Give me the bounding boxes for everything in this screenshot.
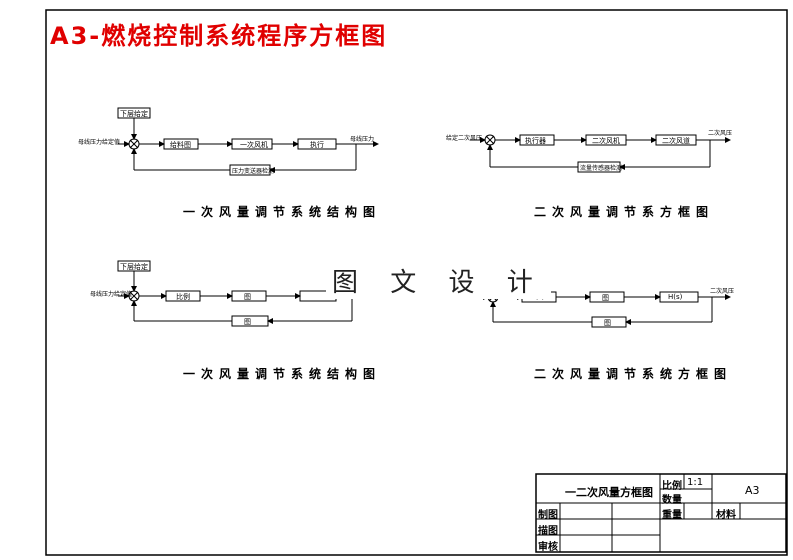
d3-feedback-label: 图 [244,318,251,326]
d4-block-3-label: H(s) [668,293,683,301]
d1-input-label: 母线压力给定值 [78,139,121,146]
d2-input-label: 给定二次风压 [446,135,483,142]
d3-top-block-label: 下层给定 [120,263,148,271]
d2-block-1-label: 执行器 [525,137,546,145]
tb-sheet-size: A3 [745,484,760,497]
d2-caption: 二次风量调节系方框图 [534,205,715,219]
diagram-2 [470,134,731,173]
d4-block-2-label: 图 [602,294,609,302]
d1-block-2-label: 一次风机 [240,141,268,149]
tb-scale-label: 比例 [662,481,682,492]
d3-block-1-label: 比例 [176,293,190,301]
tb-drawing-name: 一二次风量方框图 [565,486,653,499]
d1-block-3-label: 执行 [310,141,324,149]
d3-input-label: 母线压力给定值 [90,291,133,298]
d2-block-2-label: 二次风机 [592,137,620,145]
d4-caption: 二次风量调节系统方框图 [534,367,733,381]
d2-output-label: 二次风压 [708,130,733,137]
tb-material-label: 材料 [716,510,736,521]
d1-output-label: 母线压力 [350,136,375,143]
d1-caption: 一次风量调节系统结构图 [183,205,382,219]
tb-scale-value: 1:1 [687,477,704,488]
tb-weight-label: 重量 [662,510,682,521]
title-block-grid [535,473,787,553]
d2-block-3-label: 二次风道 [662,137,690,145]
d4-output-label: 二次风压 [710,288,735,295]
d1-feedback-label: 压力变送器检测 [232,168,275,175]
d1-top-block-label: 下层给定 [120,110,148,118]
tb-traced-label: 描图 [538,526,558,537]
d2-feedback-label: 流量传感器检测 [580,165,623,172]
diagram-1 [117,107,379,176]
tb-drawn-label: 制图 [538,510,558,521]
sheet-border [45,9,788,556]
tb-quantity-label: 数量 [662,495,682,506]
d4-feedback-label: 图 [604,319,611,327]
tb-checked-label: 审核 [538,542,558,553]
d1-block-1-label: 给料图 [170,141,191,149]
diagram-3 [117,260,361,327]
page-title: A3-燃烧控制系统程序方框图 [50,22,388,50]
d3-block-2-label: 图 [244,293,251,301]
watermark-text: 图 文 设 计 [326,262,551,299]
d3-caption: 一次风量调节系统结构图 [183,367,382,381]
